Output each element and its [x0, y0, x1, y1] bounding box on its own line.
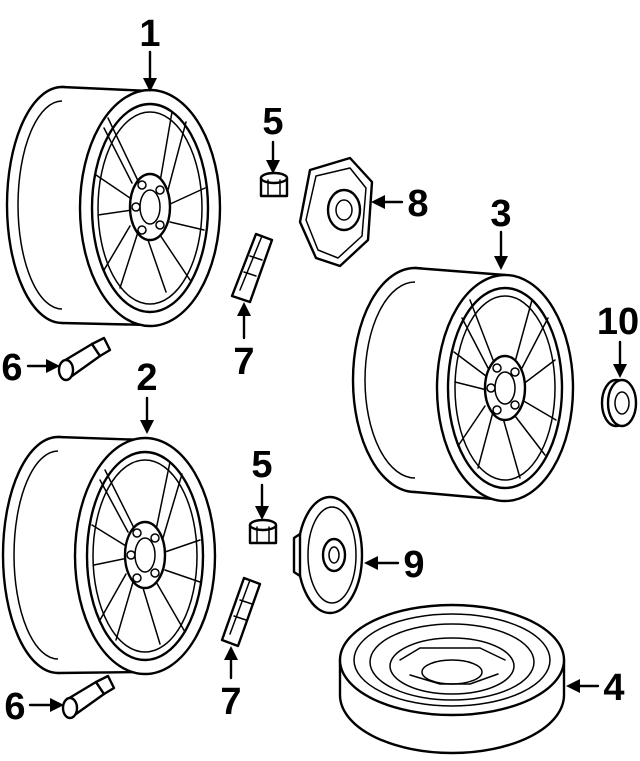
callout-6-bottom: 6	[4, 686, 25, 728]
callout-4: 4	[603, 667, 624, 709]
callout-1: 1	[139, 13, 160, 55]
center-cap-8[interactable]	[298, 156, 374, 268]
callout-7-bottom: 7	[220, 681, 241, 723]
callout-10: 10	[597, 301, 639, 343]
valve-stem-6-top[interactable]	[57, 336, 112, 382]
wheel-1[interactable]	[5, 85, 222, 328]
wheel-weight-7-bottom[interactable]	[220, 576, 262, 648]
wheel-weight-7-top[interactable]	[230, 232, 274, 304]
wheel-3[interactable]	[351, 266, 575, 503]
wheel-2[interactable]	[1, 435, 217, 676]
center-cap-9[interactable]	[292, 495, 364, 615]
callout-2: 2	[136, 357, 157, 399]
callout-labels: 1 2 3 4 5 5 6 6 7 7 8 9 10	[1, 13, 639, 728]
callout-8: 8	[407, 183, 428, 225]
callout-9: 9	[403, 544, 424, 586]
callout-7-top: 7	[233, 341, 254, 383]
callout-5-bottom: 5	[251, 444, 272, 486]
callout-3: 3	[490, 193, 511, 235]
valve-stem-6-bottom[interactable]	[61, 674, 116, 720]
spare-wheel-4[interactable]	[338, 603, 566, 755]
lug-nut-5-bottom[interactable]	[248, 518, 278, 545]
leader-lines	[26, 50, 627, 712]
callout-5-top: 5	[262, 101, 283, 143]
center-cap-10[interactable]	[600, 378, 638, 428]
callout-6-top: 6	[1, 347, 22, 389]
lug-nut-5-top[interactable]	[259, 171, 289, 198]
